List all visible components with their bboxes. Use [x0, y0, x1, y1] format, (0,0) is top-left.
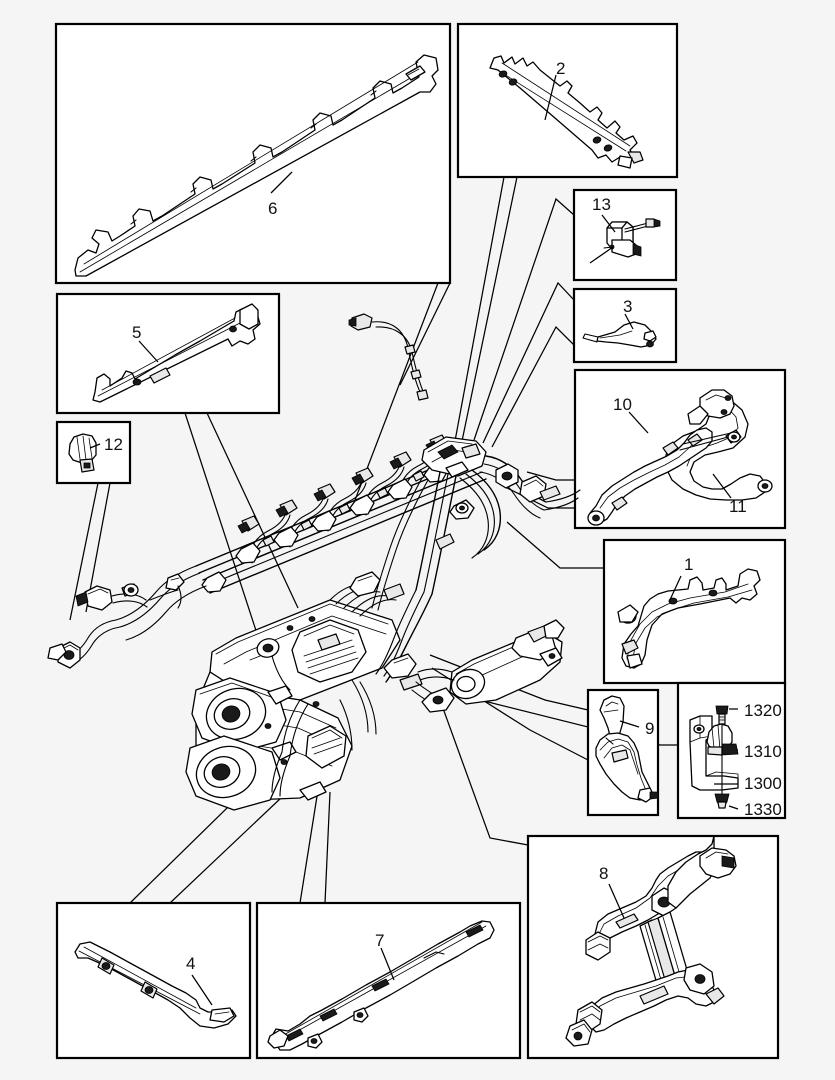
leader-7 — [380, 947, 395, 981]
leader-13b — [589, 246, 614, 264]
callout-7: 7 — [375, 931, 385, 950]
callout-1300: 1300 — [744, 774, 782, 793]
callout-1310: 1310 — [744, 742, 782, 761]
part-drawing-3 — [582, 321, 657, 348]
leader-13 — [601, 214, 616, 233]
leader-5 — [138, 340, 159, 363]
callout-1330: 1330 — [744, 800, 782, 819]
central-assembly — [47, 313, 581, 811]
part-drawing-7 — [267, 920, 495, 1051]
callout-9: 9 — [645, 719, 655, 738]
callout-8: 8 — [599, 864, 609, 883]
callout-13: 13 — [592, 195, 611, 214]
callout-12: 12 — [104, 435, 123, 454]
part-drawing-13 — [603, 218, 661, 258]
leader-4 — [191, 974, 213, 1006]
part-drawing-4 — [74, 941, 237, 1029]
callout-4: 4 — [186, 954, 196, 973]
part-drawing-1 — [617, 568, 761, 669]
leader-lines — [69, 176, 678, 904]
callout-3: 3 — [623, 297, 633, 316]
part-drawing-1300-series — [689, 705, 739, 810]
leader-12 — [89, 443, 101, 449]
part-drawing-2 — [489, 55, 644, 169]
leader-1 — [668, 575, 682, 603]
callout-11: 11 — [729, 497, 747, 516]
part-drawing-10-11 — [587, 389, 773, 526]
callout-1: 1 — [684, 555, 694, 574]
leader-10 — [628, 411, 649, 434]
callout-10: 10 — [613, 395, 632, 414]
callout-6: 6 — [268, 199, 278, 218]
leader-8 — [608, 883, 625, 919]
part-drawing-5 — [92, 303, 261, 403]
part-drawing-9 — [595, 695, 659, 803]
part-drawing-8 — [565, 835, 737, 1047]
callout-5: 5 — [132, 323, 142, 342]
leader-2 — [544, 74, 557, 121]
leader-11 — [712, 473, 732, 499]
leader-6 — [270, 171, 293, 194]
leader-9 — [619, 720, 640, 728]
part-drawing-6 — [74, 54, 439, 277]
callout-2: 2 — [556, 59, 566, 78]
callout-1320: 1320 — [744, 701, 782, 720]
leader-3 — [624, 313, 634, 330]
part-drawing-12 — [68, 433, 97, 473]
